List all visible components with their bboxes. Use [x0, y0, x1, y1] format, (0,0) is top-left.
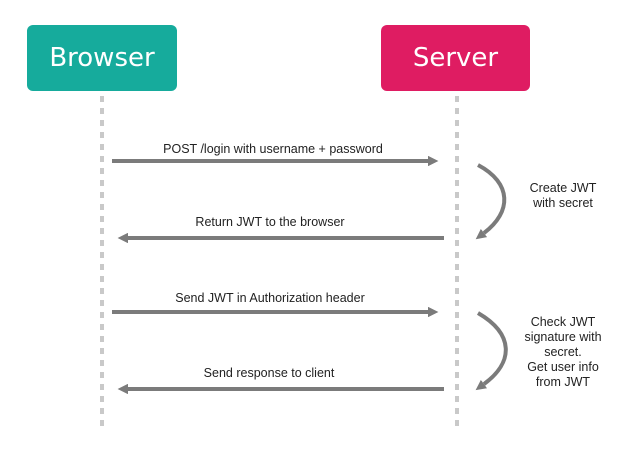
message-label-return-jwt: Return JWT to the browser	[195, 215, 345, 229]
browser-actor-box: Browser	[27, 25, 177, 91]
message-label-send-jwt: Send JWT in Authorization header	[175, 291, 365, 305]
server-actor-label: Server	[412, 43, 499, 73]
note-check-jwt: Check JWT signature with secret. Get use…	[524, 315, 602, 389]
process-arrow-check-jwt	[475, 311, 508, 391]
message-label-login: POST /login with username + password	[163, 142, 383, 156]
note-create-jwt: Create JWT with secret	[529, 181, 597, 210]
browser-actor-label: Browser	[49, 43, 155, 73]
message-label-response: Send response to client	[203, 366, 335, 380]
server-actor-box: Server	[381, 25, 530, 91]
process-arrow-create-jwt	[475, 163, 507, 240]
